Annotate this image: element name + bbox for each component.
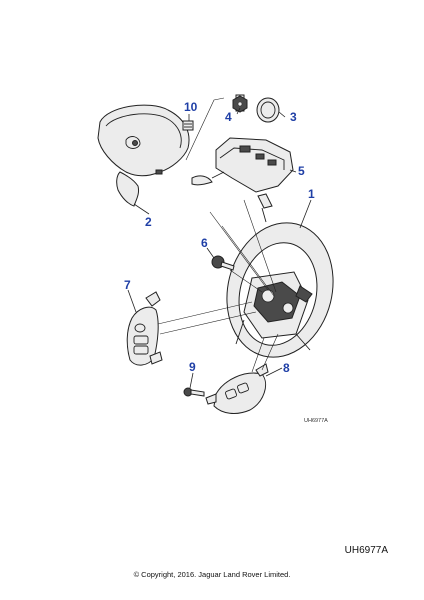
switch-pack-left [126,291,163,366]
callout-9: 9 [189,360,196,374]
wiring-harness [191,137,294,223]
callout-1: 1 [308,187,315,201]
callout-6: 6 [201,236,208,250]
cap-3 [256,97,280,123]
callout-leaders [127,107,312,389]
assembly-lines [157,97,279,373]
callout-2: 2 [145,215,152,229]
screw-6 [211,255,235,271]
callout-5: 5 [298,164,305,178]
callout-8: 8 [283,361,290,375]
bolt-4 [232,94,248,113]
drawing-code-small: UH6977A [304,418,328,424]
copyright-notice: © Copyright, 2016. Jaguar Land Rover Lim… [133,570,291,579]
callout-3: 3 [290,110,297,124]
callout-4: 4 [225,110,232,124]
callout-7: 7 [124,278,131,292]
steering-wheel [226,222,334,358]
airbag-module [97,104,190,207]
switch-pack-right [205,363,269,414]
screw-10 [182,120,194,131]
screw-9 [183,387,205,397]
drawing-code: UH6977A [344,545,388,556]
callout-10: 10 [184,100,198,114]
